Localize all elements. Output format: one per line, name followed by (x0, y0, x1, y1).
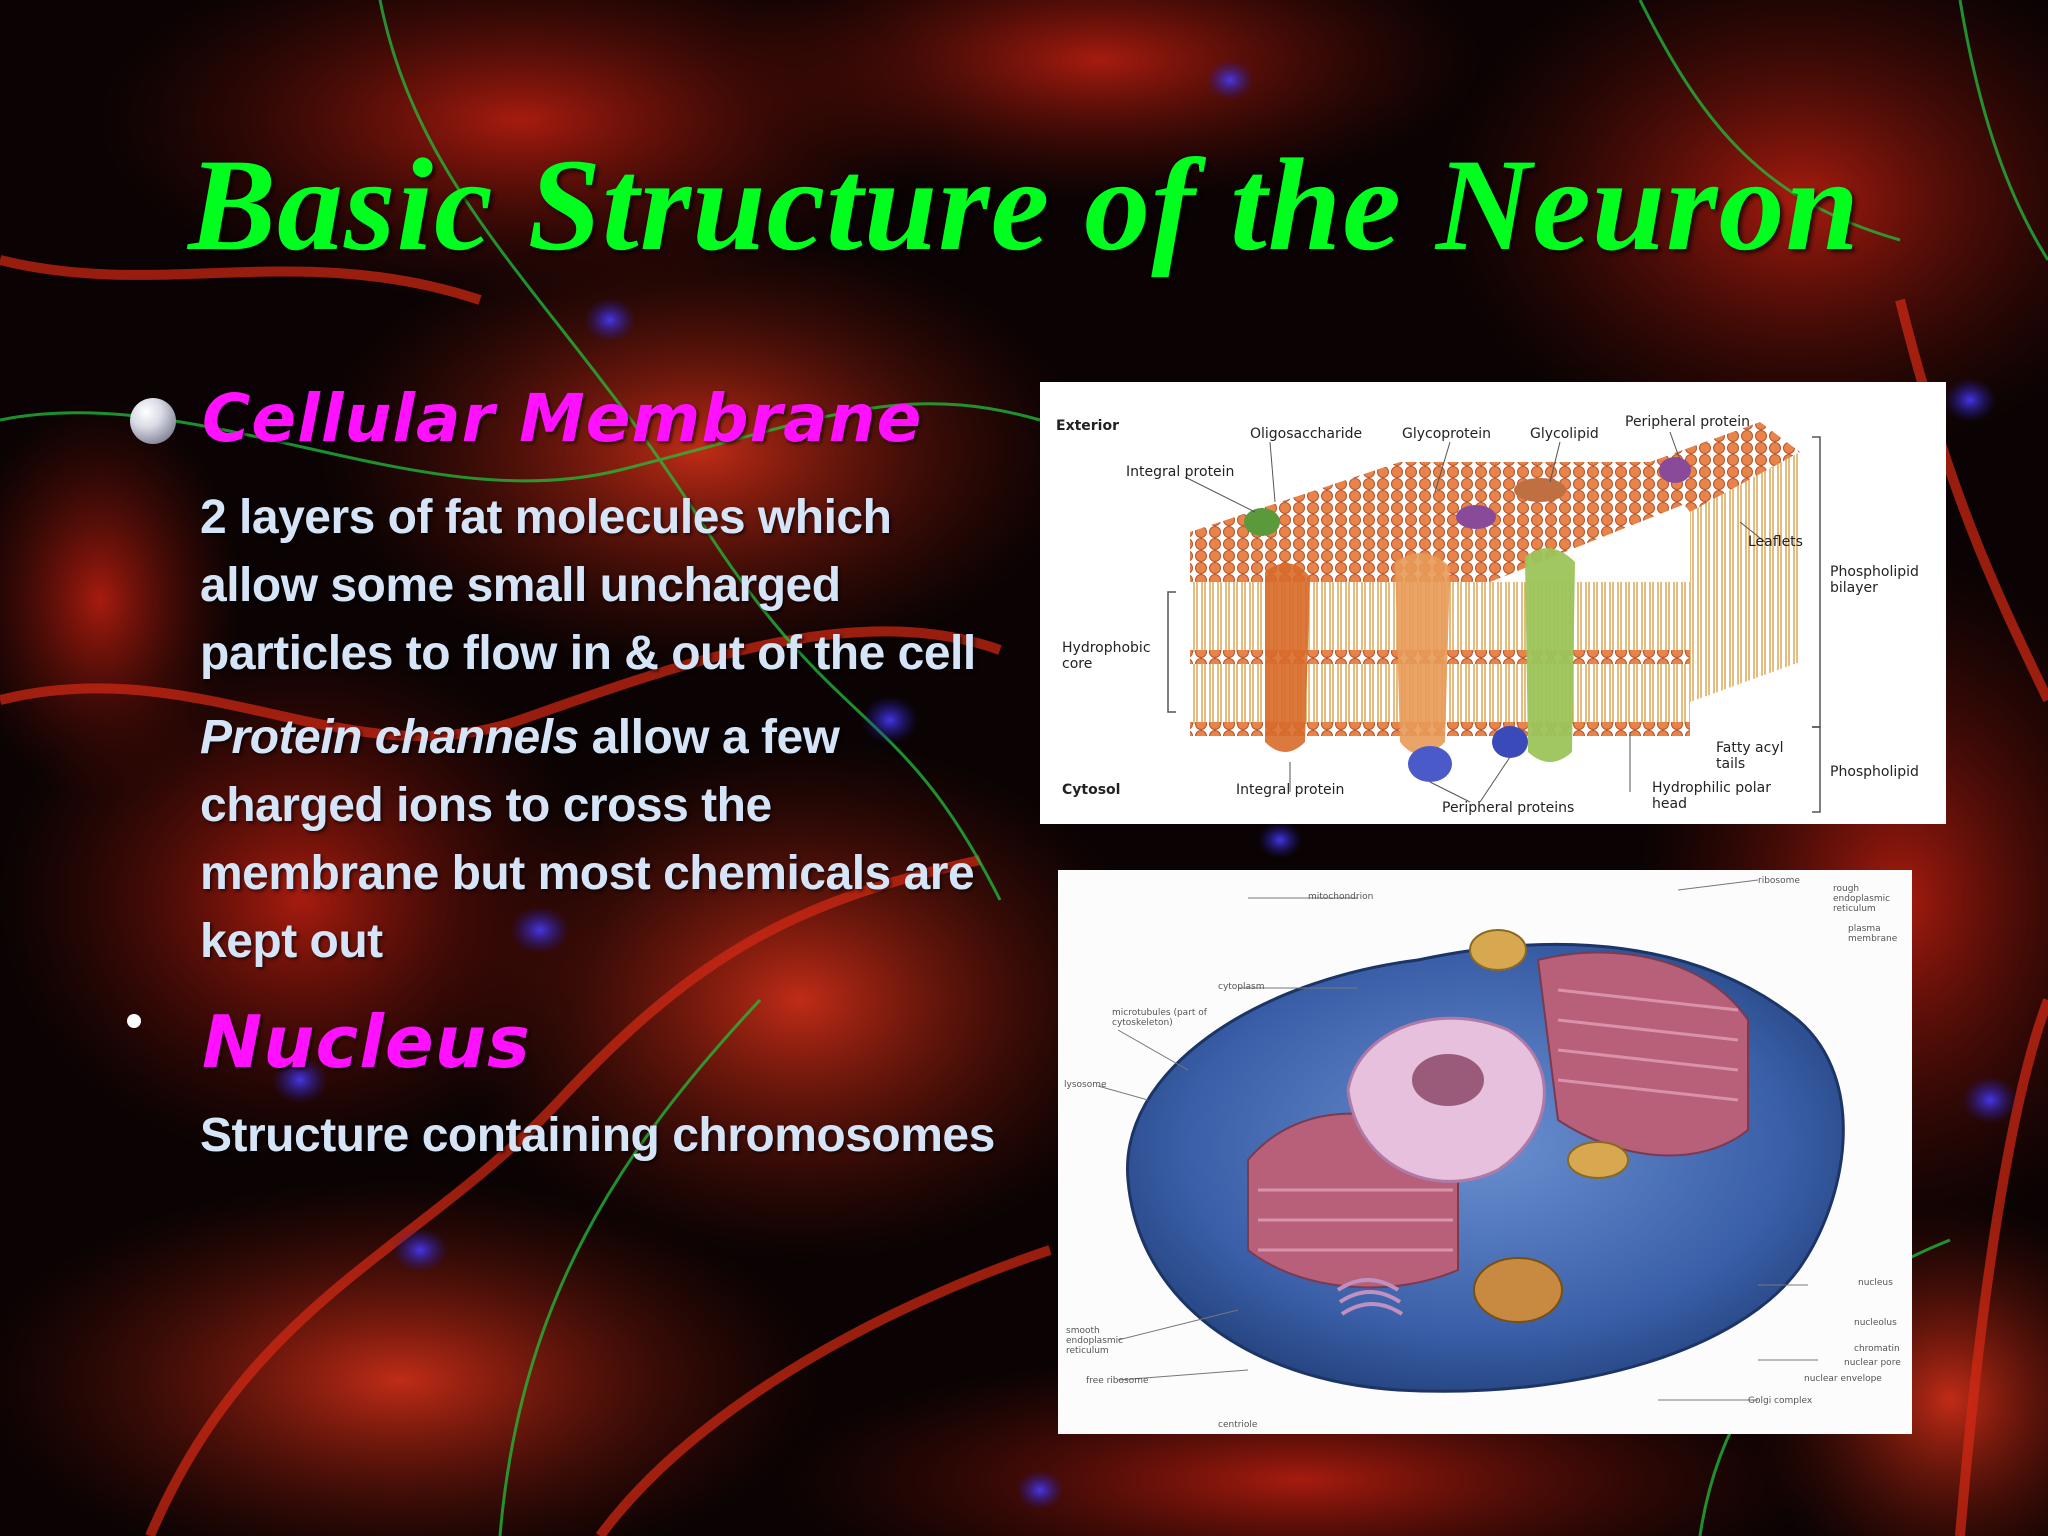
label-nuclear-pore: nuclear pore (1844, 1358, 1901, 1368)
label-hydrophilic-polar-head: Hydrophilic polar head (1652, 780, 1771, 812)
cell-diagram: ribosome rough endoplasmic reticulum mit… (1058, 870, 1912, 1434)
label-glycoprotein: Glycoprotein (1402, 426, 1492, 442)
text-content: Cellular Membrane 2 layers of fat molecu… (0, 0, 1000, 1536)
protein-channels-text: allow a few charged ions to cross the me… (200, 711, 975, 968)
label-integral-protein-bottom: Integral protein (1236, 782, 1345, 798)
label-hydrophobic-core: Hydrophobic core (1062, 640, 1151, 672)
membrane-illustration (1167, 422, 1821, 813)
label-integral-protein-top: Integral protein (1126, 464, 1235, 480)
label-smooth-er: smooth endoplasmic reticulum (1066, 1326, 1124, 1356)
nucleus-description: Structure containing chromosomes (200, 1109, 995, 1162)
label-nuclear-envelope: nuclear envelope (1804, 1374, 1882, 1384)
label-oligosaccharide: Oligosaccharide (1250, 426, 1363, 442)
label-glycolipid: Glycolipid (1530, 426, 1599, 442)
protein-channels-term: Protein channels (200, 711, 579, 764)
label-free-ribosome: free ribosome (1086, 1376, 1149, 1386)
label-phospholipid: Phospholipid (1830, 764, 1919, 780)
protein-channels-description: Protein channels allow a few charged ion… (200, 704, 1020, 976)
label-peripheral-protein: Peripheral protein (1625, 414, 1751, 430)
slide-title: Basic Structure of the Neuron (188, 131, 1860, 278)
label-nucleus: nucleus (1858, 1278, 1893, 1288)
label-rough-er: rough endoplasmic reticulum (1833, 884, 1891, 914)
label-leaflets: Leaflets (1748, 534, 1803, 550)
label-golgi-complex: Golgi complex (1748, 1396, 1813, 1406)
label-exterior: Exterior (1056, 418, 1120, 434)
heading-cellular-membrane: Cellular Membrane (202, 380, 923, 457)
bullet-sphere-icon (130, 398, 176, 444)
cell-illustration (1097, 879, 1845, 1401)
label-mitochondrion: mitochondrion (1308, 892, 1374, 902)
label-ribosome: ribosome (1758, 876, 1800, 886)
label-cytoplasm: cytoplasm (1218, 982, 1265, 992)
label-cytosol: Cytosol (1062, 782, 1121, 798)
heading-nucleus: Nucleus (202, 1000, 531, 1084)
label-lysosome: lysosome (1064, 1080, 1107, 1090)
label-chromatin: chromatin (1854, 1344, 1900, 1354)
label-phospholipid-bilayer: Phospholipid bilayer (1830, 564, 1919, 596)
label-peripheral-proteins: Peripheral proteins (1442, 800, 1575, 816)
bullet-dot-icon (127, 1014, 141, 1028)
membrane-diagram: Exterior Oligosaccharide Glycoprotein Gl… (1040, 382, 1946, 824)
membrane-description: 2 layers of fat molecules which allow so… (200, 491, 976, 680)
label-microtubules: microtubules (part of cytoskeleton) (1112, 1008, 1207, 1028)
label-nucleolus: nucleolus (1854, 1318, 1897, 1328)
label-fatty-acyl-tails: Fatty acyl tails (1716, 740, 1784, 772)
label-plasma-membrane: plasma membrane (1848, 924, 1898, 944)
label-centriole: centriole (1218, 1420, 1258, 1430)
